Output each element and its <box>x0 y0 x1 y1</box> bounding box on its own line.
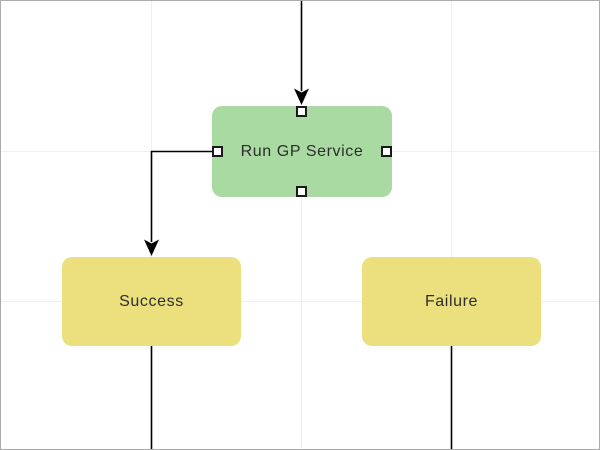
connection-handle-top[interactable] <box>296 106 307 117</box>
arrowhead-icon <box>294 88 309 105</box>
connection-handle-bottom[interactable] <box>296 186 307 197</box>
connector-run-gp-to-success[interactable] <box>144 150 212 257</box>
node-failure[interactable]: Failure <box>362 257 541 346</box>
node-run-gp-service[interactable]: Run GP Service <box>212 106 392 197</box>
node-label: Success <box>119 292 184 310</box>
connector-incoming-top[interactable] <box>294 1 309 105</box>
gridline-vertical <box>451 1 452 449</box>
node-success[interactable]: Success <box>62 257 241 346</box>
connection-handle-right[interactable] <box>381 146 392 157</box>
arrowhead-icon <box>144 239 159 256</box>
node-label: Run GP Service <box>240 142 364 160</box>
connection-handle-left[interactable] <box>212 146 223 157</box>
node-label: Failure <box>424 292 479 310</box>
gridline-horizontal <box>1 301 599 302</box>
gridline-vertical <box>301 1 302 449</box>
